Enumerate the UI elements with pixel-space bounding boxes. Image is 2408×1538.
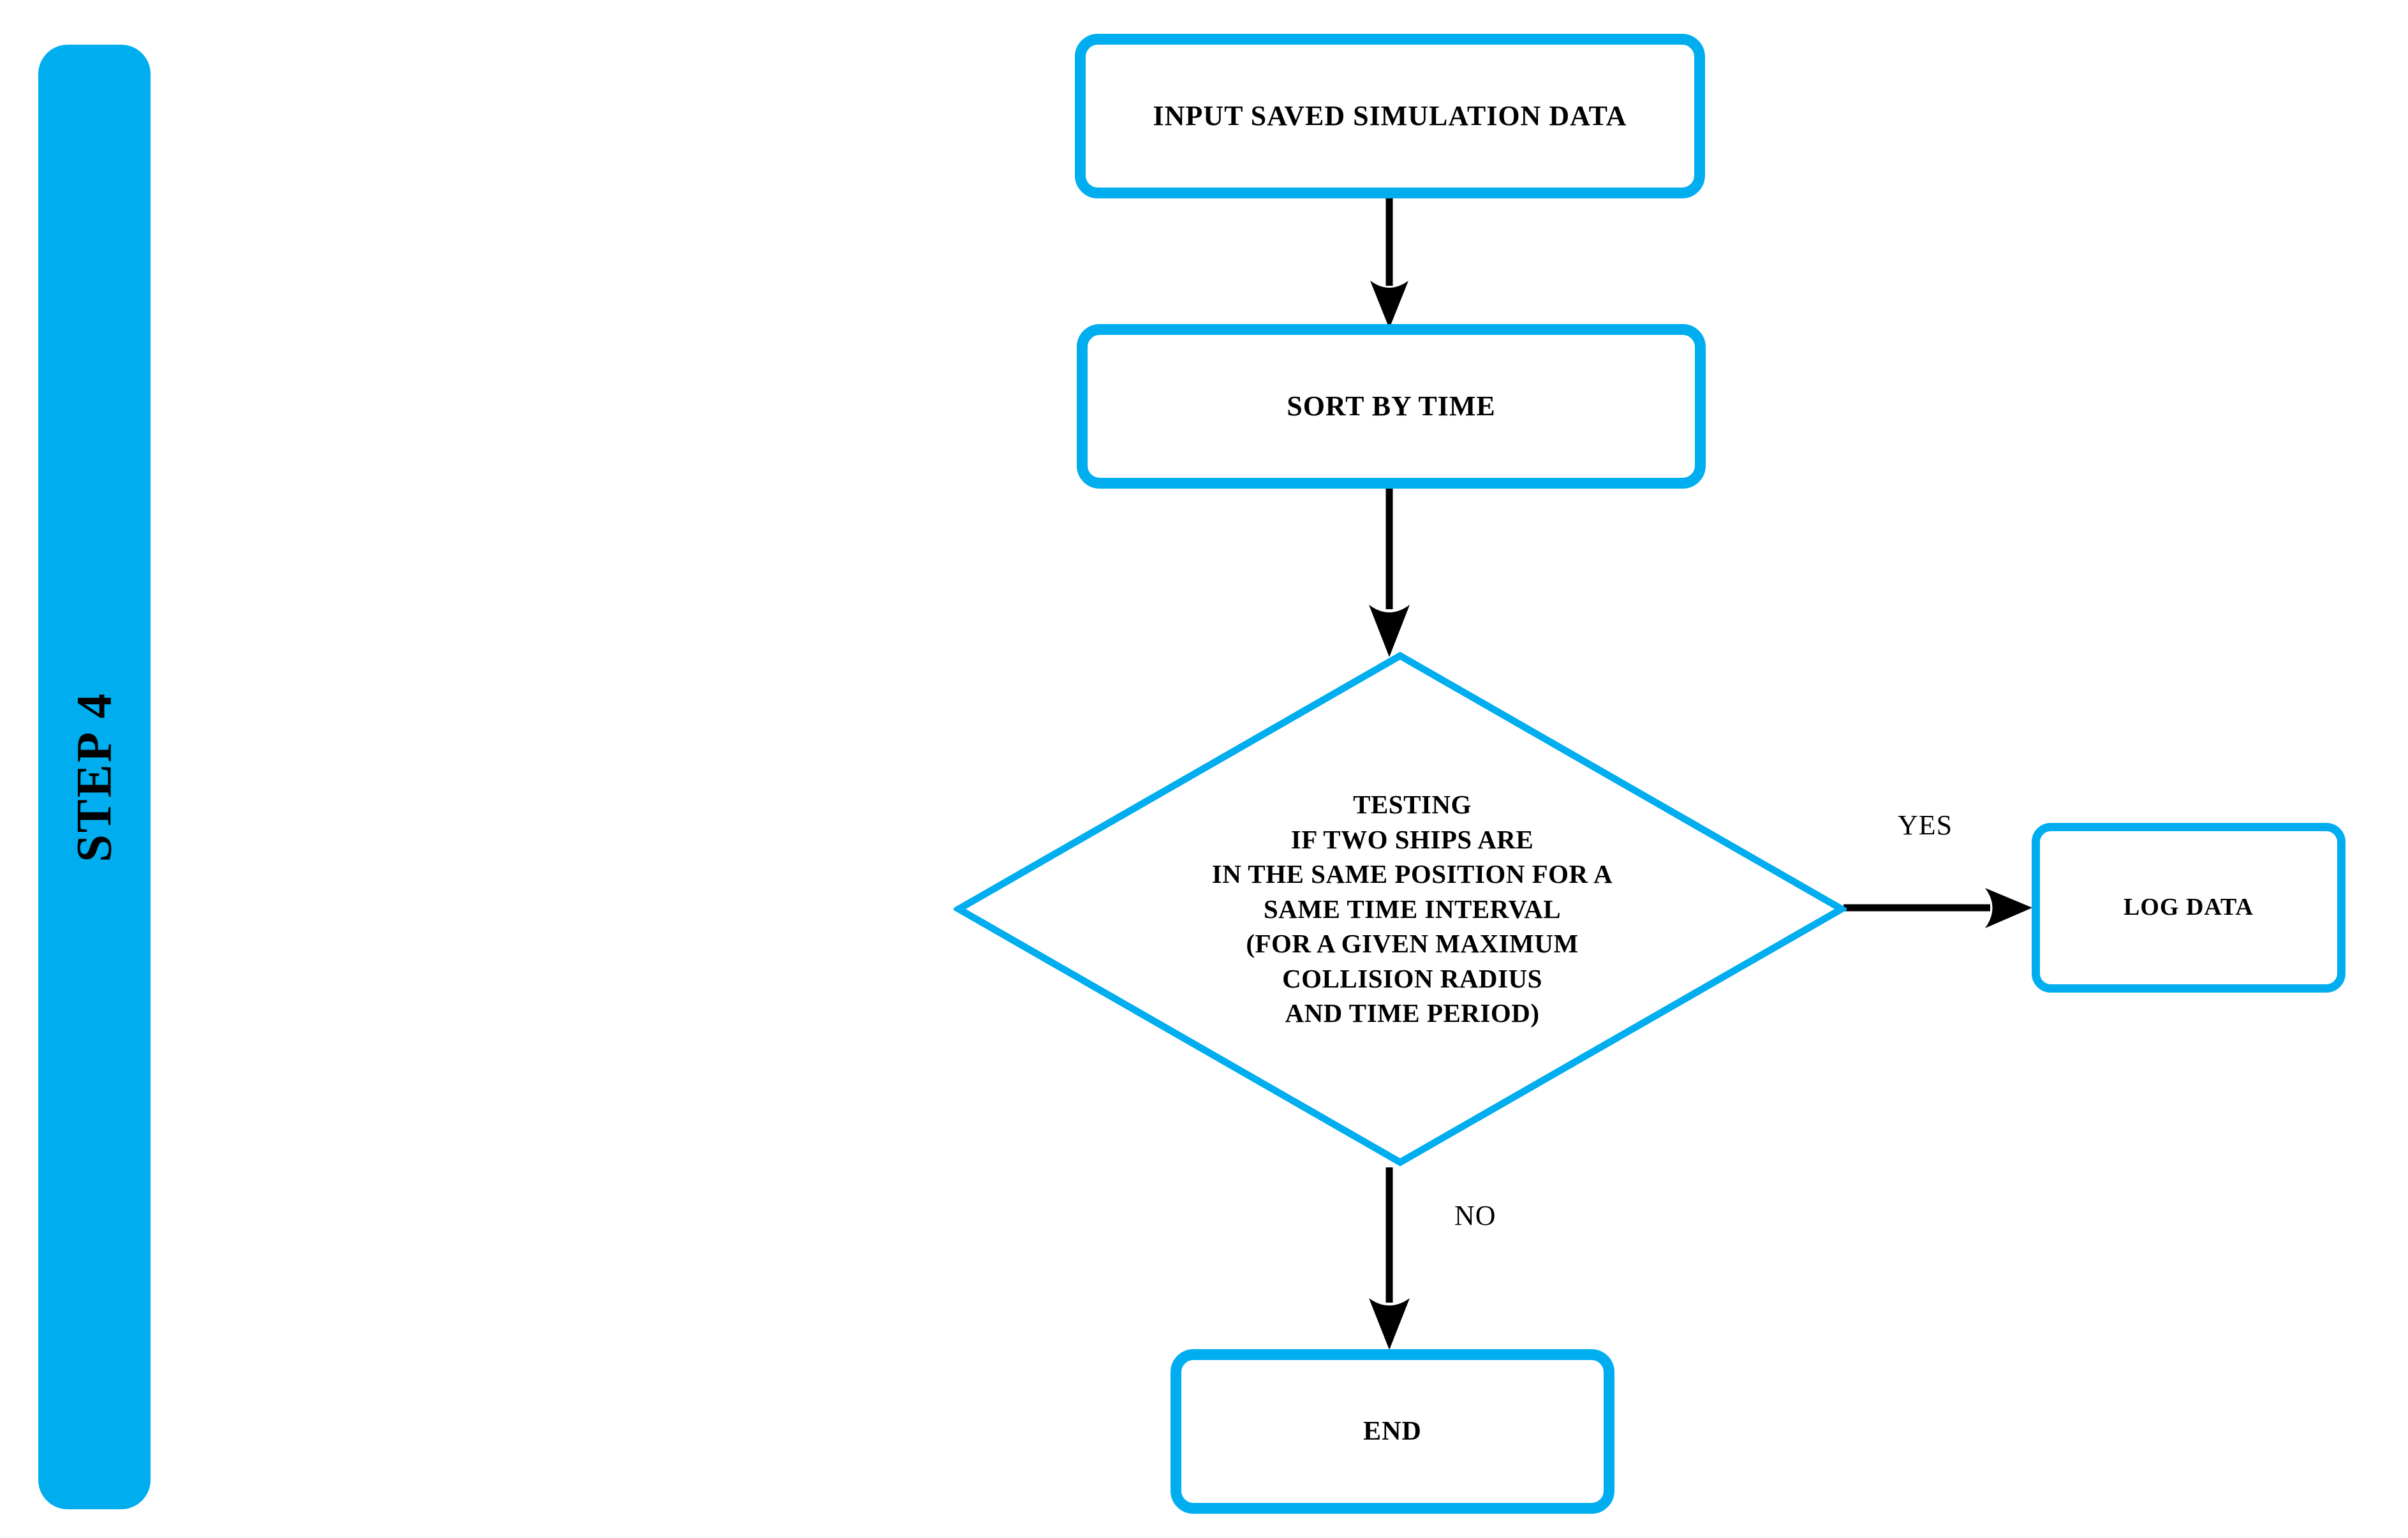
node-end[interactable]: END [1171,1349,1614,1514]
decision-diamond-shape [954,651,1847,1167]
edge-testing-to-end [1369,1167,1410,1350]
node-log-data[interactable]: LOG DATA [2032,823,2345,993]
step-banner: STEP 4 [38,45,151,1509]
node-label-sort: SORT BY TIME [1287,390,1496,422]
edge-sort-to-testing [1369,489,1410,657]
node-label-input: INPUT SAVED SIMULATION DATA [1153,100,1627,131]
node-testing-decision[interactable]: TESTING IF TWO SHIPS ARE IN THE SAME POS… [954,651,1847,1167]
node-label-logdata: LOG DATA [2124,894,2254,921]
edge-label-yes: YES [1898,810,1953,841]
node-label-end: END [1363,1416,1422,1446]
edge-input-to-sort [1370,198,1408,329]
edge-label-no: NO [1454,1200,1496,1231]
node-input-saved-simulation-data[interactable]: INPUT SAVED SIMULATION DATA [1075,34,1705,198]
edge-testing-to-logdata [1843,888,2032,928]
step-banner-label: STEP 4 [66,691,122,862]
node-sort-by-time[interactable]: SORT BY TIME [1077,324,1706,489]
